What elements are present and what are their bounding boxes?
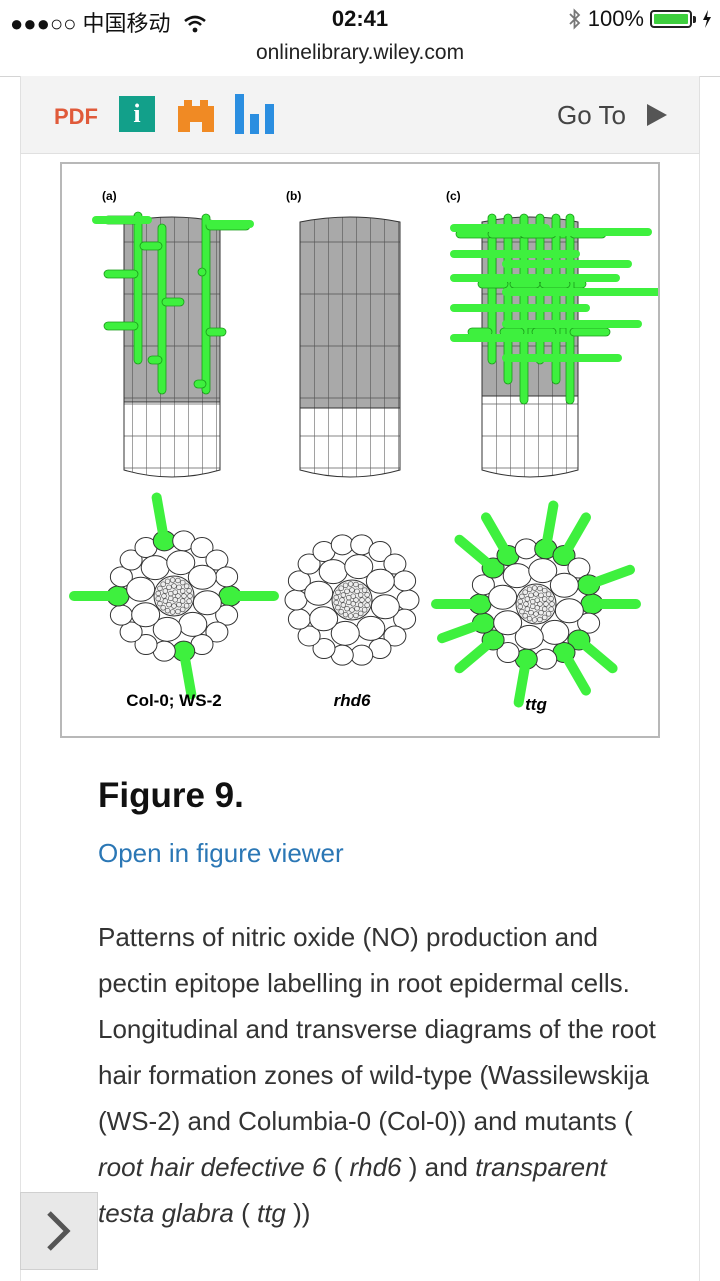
figure-caption: Patterns of nitric oxide (NO) production… <box>98 914 658 1236</box>
url-text: onlinelibrary.wiley.com <box>255 41 465 64</box>
chevron-right-icon <box>47 1211 71 1251</box>
status-right: 100% <box>568 6 712 32</box>
play-arrow-icon[interactable] <box>647 104 667 126</box>
panel-c-label: (c) <box>446 189 461 203</box>
article-toolbar: PDF i Go To <box>20 76 700 154</box>
caption-italic-ttg: ttg <box>256 1198 286 1228</box>
caption-italic-rhd6: rhd6 <box>349 1152 402 1182</box>
address-bar[interactable]: onlinelibrary.wiley.com <box>0 38 720 77</box>
caption-col0-ws2: Col-0; WS-2 <box>126 691 221 710</box>
cross-section-a <box>69 492 279 700</box>
caption-ttg: ttg <box>525 695 547 714</box>
article-column <box>20 154 700 1281</box>
figure-title: Figure 9. <box>98 776 244 815</box>
root-diagram: (a) (b) (c) Col-0; WS-2 rhd6 ttg <box>69 189 658 714</box>
caption-rhd6: rhd6 <box>334 691 371 710</box>
status-bar: ●●●○○ 中国移动 02:41 100% <box>0 0 720 40</box>
metrics-icon[interactable] <box>233 94 275 134</box>
caption-text-5: )) <box>285 1198 311 1228</box>
cross-section-c <box>431 500 641 708</box>
clock: 02:41 <box>331 6 389 31</box>
cross-section-b <box>284 534 420 666</box>
library-icon[interactable] <box>176 98 216 132</box>
pdf-button[interactable]: PDF <box>54 104 98 129</box>
caption-text-1: Patterns of nitric oxide (NO) production… <box>98 922 656 1136</box>
side-panel-toggle[interactable] <box>20 1192 98 1270</box>
caption-text-4: ( <box>233 1198 257 1228</box>
charging-icon <box>703 10 711 28</box>
goto-button[interactable]: Go To <box>557 100 626 130</box>
root-hairs-a <box>92 211 254 395</box>
panel-a-label: (a) <box>102 189 117 203</box>
battery-percent: 100% <box>587 6 644 31</box>
open-figure-viewer-link[interactable]: Open in figure viewer <box>98 838 344 868</box>
root-hairs-c <box>450 213 658 405</box>
battery-icon <box>650 10 696 28</box>
caption-text-3: ) and <box>401 1152 476 1182</box>
carrier-signal: ●●●○○ 中国移动 <box>10 6 207 38</box>
wifi-icon <box>183 15 206 33</box>
root-longitudinal-a <box>123 216 221 478</box>
caption-italic-rhd6-full: root hair defective 6 <box>98 1152 327 1182</box>
carrier-label: ●●●○○ 中国移动 <box>10 11 171 36</box>
info-button[interactable]: i <box>119 96 155 132</box>
panel-b-label: (b) <box>286 189 301 203</box>
root-longitudinal-b <box>299 216 401 478</box>
caption-text-2: ( <box>326 1152 350 1182</box>
bluetooth-icon <box>569 8 580 30</box>
figure-image[interactable]: (a) (b) (c) Col-0; WS-2 rhd6 ttg <box>60 162 660 738</box>
caption-italic-ttg-full: transparent testa glabra <box>98 1152 607 1228</box>
